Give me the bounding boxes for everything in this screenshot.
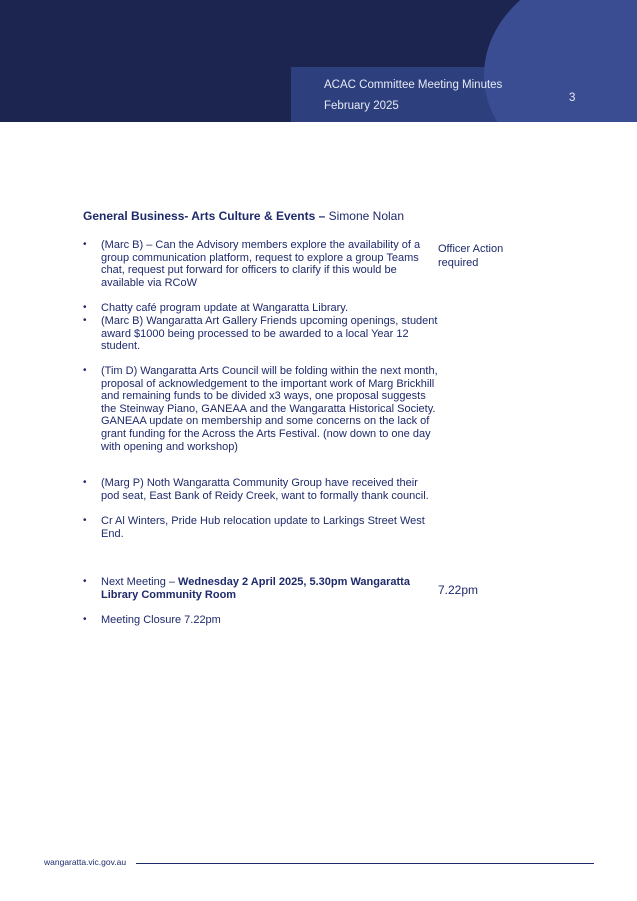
meeting-closure-text: Meeting Closure 7.22pm: [101, 614, 221, 626]
list-item-text: (Marc B) – Can the Advisory members expl…: [101, 239, 421, 289]
bullet: •: [83, 315, 87, 326]
list-item: • Chatty café program update at Wangarat…: [83, 302, 438, 315]
bullet: •: [83, 239, 87, 250]
bullet: •: [83, 302, 87, 313]
bullet: •: [83, 365, 87, 376]
footer-website: wangaratta.vic.gov.au: [44, 857, 127, 867]
section-heading: General Business- Arts Culture & Events …: [83, 209, 404, 223]
bullet: •: [83, 477, 87, 488]
header-decorative-curve: [484, 0, 637, 122]
list-item-text: Cr Al Winters, Pride Hub relocation upda…: [101, 515, 425, 540]
page-header: ACAC Committee Meeting Minutes February …: [0, 0, 637, 122]
list-item: • Cr Al Winters, Pride Hub relocation up…: [83, 515, 438, 540]
list-item: • (Marg P) Noth Wangaratta Community Gro…: [83, 477, 438, 502]
section-heading-presenter: Simone Nolan: [328, 209, 405, 223]
bullet: •: [83, 614, 87, 625]
section-heading-title: General Business- Arts Culture & Events …: [83, 209, 326, 223]
page-number: 3: [569, 92, 576, 104]
bullet: •: [83, 515, 87, 526]
next-meeting-label: Next Meeting –: [101, 576, 175, 588]
list-item: • Next Meeting – Wednesday 2 April 2025,…: [83, 576, 438, 601]
list-item-text: Chatty café program update at Wangaratta…: [101, 302, 349, 314]
meeting-close-time: 7.22pm: [438, 583, 479, 597]
footer-divider: [136, 863, 594, 864]
bullet: •: [83, 576, 87, 587]
list-item-text: (Marc B) Wangaratta Art Gallery Friends …: [101, 315, 438, 353]
document-title: ACAC Committee Meeting Minutes: [324, 79, 503, 91]
next-meeting-details: Wednesday 2 April 2025, 5.30pm Wangaratt…: [101, 576, 410, 601]
list-item: • Meeting Closure 7.22pm: [83, 614, 438, 627]
list-item: • (Marc B) Wangaratta Art Gallery Friend…: [83, 315, 438, 353]
list-item-text: (Tim D) Wangaratta Arts Council will be …: [101, 365, 438, 415]
document-date: February 2025: [324, 100, 399, 112]
next-meeting-text: Next Meeting – Wednesday 2 April 2025, 5…: [101, 576, 438, 601]
list-item: • (Marc B) – Can the Advisory members ex…: [83, 239, 438, 289]
list-item: • (Tim D) Wangaratta Arts Council will b…: [83, 365, 438, 453]
list-item-text: (Marg P) Noth Wangaratta Community Group…: [101, 477, 429, 502]
list-item-text-continued: GANEAA update on membership and some con…: [101, 415, 431, 453]
action-note: Officer Action required: [438, 243, 504, 269]
